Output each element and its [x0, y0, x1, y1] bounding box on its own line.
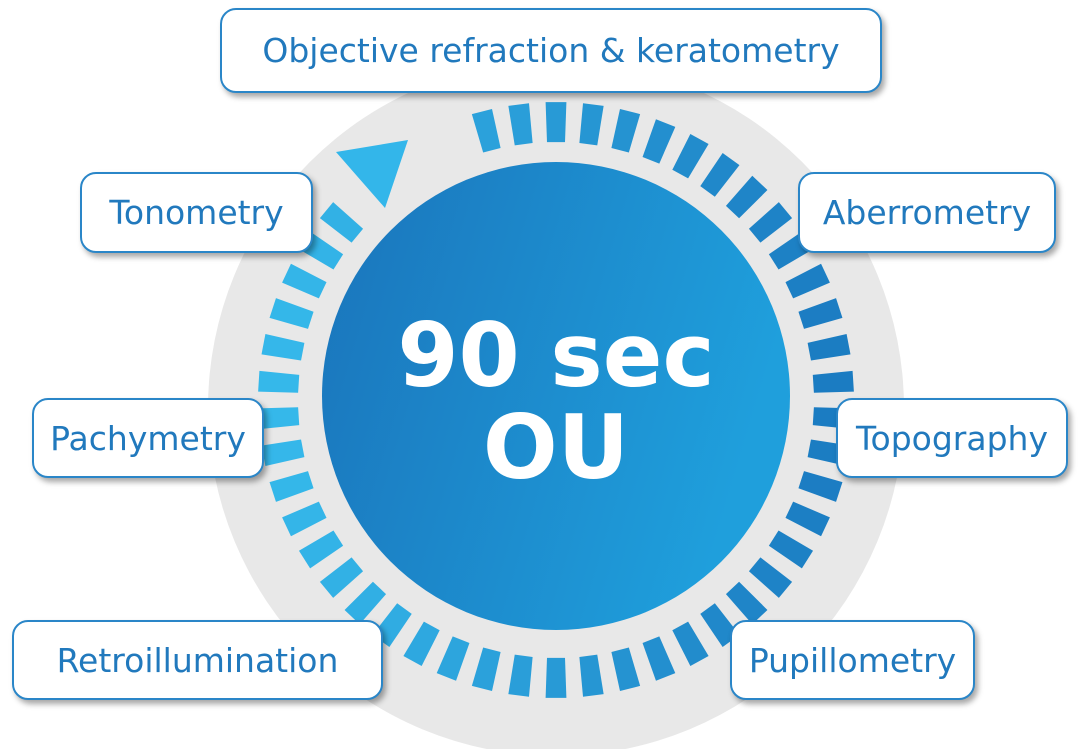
progress-segment	[611, 647, 641, 692]
progress-segment	[672, 134, 709, 179]
progress-segment	[261, 439, 305, 467]
progress-segment	[748, 557, 793, 598]
progress-segment	[344, 581, 387, 625]
progress-segment	[700, 603, 740, 648]
progress-segment	[403, 621, 440, 666]
progress-segment	[642, 119, 676, 164]
center-circle	[322, 162, 790, 630]
progress-segment	[798, 298, 843, 329]
label-topography: Topography	[836, 398, 1068, 478]
progress-segment	[298, 530, 344, 569]
progress-segment	[725, 581, 768, 625]
progress-segment	[282, 501, 327, 537]
direction-arrow-icon	[336, 140, 408, 208]
progress-segment	[768, 530, 814, 569]
progress-segment	[812, 370, 854, 393]
progress-segment	[258, 370, 300, 393]
progress-segment	[798, 471, 843, 502]
progress-segment	[319, 557, 364, 598]
progress-segment	[261, 333, 305, 361]
progress-segment	[642, 636, 676, 681]
progress-segments	[258, 102, 854, 698]
progress-segment	[319, 202, 364, 243]
progress-segment	[545, 657, 567, 698]
progress-segment	[508, 103, 533, 146]
progress-segment	[545, 102, 567, 143]
progress-segment	[436, 636, 470, 681]
progress-segment	[785, 263, 830, 299]
label-tonometry: Tonometry	[80, 172, 313, 253]
progress-segment	[471, 108, 501, 153]
progress-segment	[269, 298, 314, 329]
progress-segment	[508, 654, 533, 697]
progress-segment	[672, 621, 709, 666]
center-text: 90 sec OU	[356, 310, 756, 494]
label-retroillumination: Retroillumination	[12, 620, 383, 700]
progress-segment	[611, 108, 641, 153]
progress-segment	[471, 647, 501, 692]
progress-segment	[258, 407, 300, 430]
progress-segment	[579, 654, 604, 697]
label-aberrometry: Aberrometry	[798, 172, 1056, 253]
progress-segment	[725, 175, 768, 219]
eyes-text: OU	[482, 396, 630, 499]
duration-text: 90 sec	[397, 304, 715, 407]
progress-segment	[748, 202, 793, 243]
progress-segment	[700, 152, 740, 197]
label-pachymetry: Pachymetry	[32, 398, 264, 478]
progress-segment	[807, 333, 851, 361]
progress-segment	[269, 471, 314, 502]
label-objective-refraction: Objective refraction & keratometry	[220, 8, 882, 93]
progress-segment	[785, 501, 830, 537]
label-pupillometry: Pupillometry	[730, 620, 975, 700]
progress-segment	[282, 263, 327, 299]
progress-segment	[579, 103, 604, 146]
